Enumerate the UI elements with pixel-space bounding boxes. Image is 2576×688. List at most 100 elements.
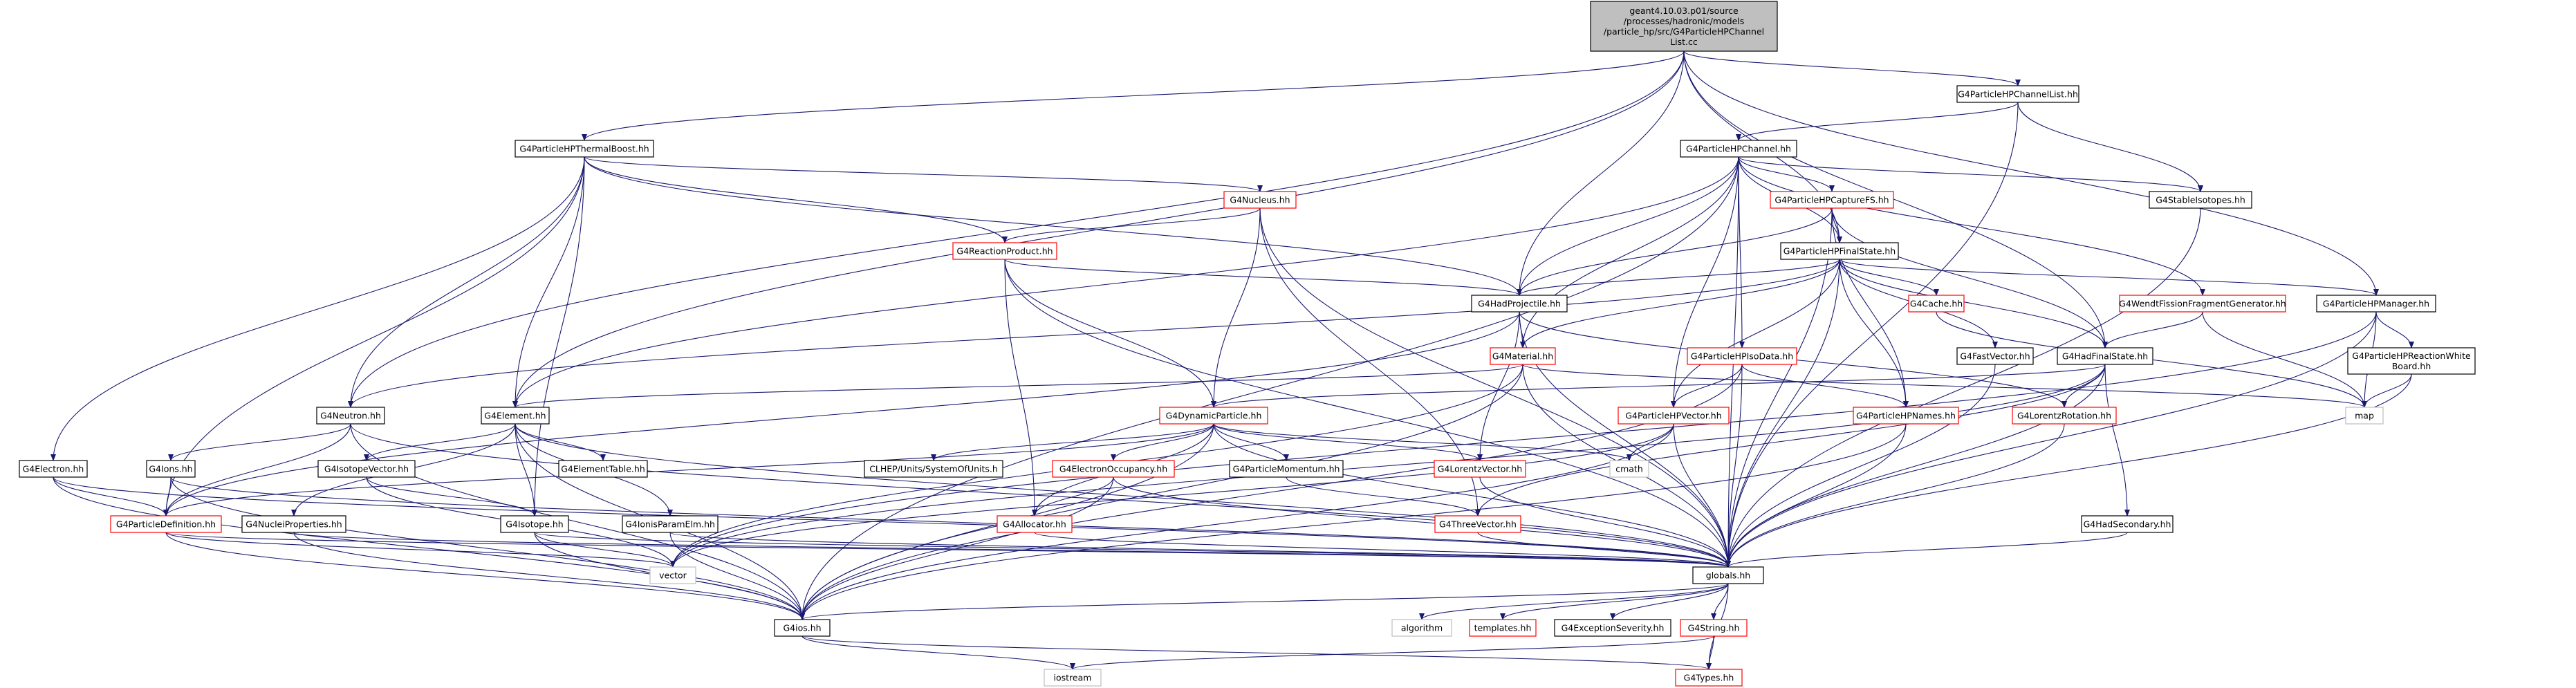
node-ionis-param-elm[interactable]: G4IonisParamElm.hh — [622, 515, 719, 533]
edge-layer — [50, 50, 2414, 670]
edge-three-vector-to-globals — [1477, 532, 1731, 568]
edge-neutron-to-ios — [350, 423, 805, 620]
node-label: G4ElementTable.hh — [561, 464, 645, 474]
node-label: G4Ions.hh — [149, 464, 192, 474]
node-templates[interactable]: templates.hh — [1469, 619, 1537, 637]
node-box — [1609, 460, 1649, 478]
edge-capture-fs-to-had-projectile — [1517, 207, 1833, 296]
node-cmath: cmath — [1609, 460, 1649, 478]
node-capture-fs[interactable]: G4ParticleHPCaptureFS.hh — [1770, 191, 1894, 209]
node-wendt[interactable]: G4WendtFissionFragmentGenerator.hh — [2119, 295, 2286, 313]
edge-capture-fs-to-had-final-state — [1831, 207, 2108, 348]
edge-nuclei-properties-to-ios — [293, 532, 805, 620]
node-label: globals.hh — [1706, 570, 1750, 581]
edge-reaction-product-to-had-projectile — [1004, 259, 1522, 296]
node-particle-definition[interactable]: G4ParticleDefinition.hh — [110, 515, 222, 533]
node-iso-data[interactable]: G4ParticleHPIsoData.hh — [1687, 347, 1797, 365]
edge-electron-to-globals — [53, 476, 1731, 568]
node-isotope[interactable]: G4Isotope.hh — [500, 515, 569, 533]
edge-nucleus-to-globals — [1259, 207, 1731, 568]
node-map: map — [2345, 407, 2384, 425]
node-cache[interactable]: G4Cache.hh — [1908, 295, 1965, 313]
node-ios[interactable]: G4ios.hh — [774, 619, 831, 637]
node-dynamic-particle[interactable]: G4DynamicParticle.hh — [1159, 407, 1268, 425]
edge-particle-definition-to-ios — [165, 532, 805, 620]
edge-root-to-had-projectile — [1517, 50, 1685, 296]
node-had-projectile[interactable]: G4HadProjectile.hh — [1471, 295, 1568, 313]
node-lorentz-vector[interactable]: G4LorentzVector.hh — [1434, 460, 1526, 478]
node-hpnames[interactable]: G4ParticleHPNames.hh — [1853, 407, 1959, 425]
edge-electron-to-particle-definition — [53, 476, 169, 517]
node-ions[interactable]: G4Ions.hh — [146, 460, 196, 478]
node-box — [110, 515, 222, 533]
node-hpmanager[interactable]: G4ParticleHPManager.hh — [2316, 295, 2436, 313]
node-stable-isotopes[interactable]: G4StableIsotopes.hh — [2149, 191, 2252, 209]
node-channel-list[interactable]: G4ParticleHPChannelList.hh — [1956, 85, 2079, 103]
edge-material-to-ios — [799, 364, 1523, 620]
edge-globals-to-templates — [1500, 583, 1729, 620]
node-neutron[interactable]: G4Neutron.hh — [316, 407, 385, 425]
node-electron[interactable]: G4Electron.hh — [19, 460, 88, 478]
node-electron-occupancy[interactable]: G4ElectronOccupancy.hh — [1052, 460, 1175, 478]
node-particle-momentum[interactable]: G4ParticleMomentum.hh — [1229, 460, 1344, 478]
node-isotope-vector[interactable]: G4IsotopeVector.hh — [317, 460, 416, 478]
node-label: Board.hh — [2392, 361, 2431, 371]
node-lorentz-rotation[interactable]: G4LorentzRotation.hh — [2012, 407, 2117, 425]
edge-final-state-to-material — [1520, 259, 1840, 348]
node-reaction-product[interactable]: G4ReactionProduct.hh — [952, 242, 1057, 260]
node-had-secondary[interactable]: G4HadSecondary.hh — [2081, 515, 2174, 533]
node-final-state[interactable]: G4ParticleHPFinalState.hh — [1780, 242, 1899, 260]
edge-thermal-boost-to-isotope — [532, 156, 585, 517]
node-exception-severity[interactable]: G4ExceptionSeverity.hh — [1554, 619, 1671, 637]
node-channel[interactable]: G4ParticleHPChannel.hh — [1680, 140, 1797, 158]
edge-dynamic-particle-to-globals — [1213, 423, 1731, 568]
node-allocator[interactable]: G4Allocator.hh — [997, 515, 1073, 533]
node-label: G4Allocator.hh — [1003, 519, 1066, 530]
node-thermal-boost[interactable]: G4ParticleHPThermalBoost.hh — [515, 140, 654, 158]
node-root[interactable]: geant4.10.03.p01/source/processes/hadron… — [1590, 1, 1778, 52]
node-material[interactable]: G4Material.hh — [1490, 347, 1556, 365]
node-label: G4ParticleHPCaptureFS.hh — [1775, 195, 1889, 205]
node-globals[interactable]: globals.hh — [1692, 566, 1764, 584]
edge-thermal-boost-to-reaction-product — [584, 156, 1008, 243]
node-hpvector[interactable]: G4ParticleHPVector.hh — [1618, 407, 1730, 425]
node-fast-vector[interactable]: G4FastVector.hh — [1956, 347, 2034, 365]
node-label: G4ParticleHPManager.hh — [2323, 299, 2429, 309]
edge-reaction-white-board-to-globals — [1725, 373, 2412, 568]
node-label: G4ParticleDefinition.hh — [116, 519, 216, 530]
node-types[interactable]: G4Types.hh — [1675, 669, 1743, 687]
node-three-vector[interactable]: G4ThreeVector.hh — [1434, 515, 1521, 533]
edge-globals-to-ios — [799, 583, 1729, 620]
node-g4-string[interactable]: G4String.hh — [1680, 619, 1748, 637]
edge-channel-to-ios — [799, 156, 1739, 620]
node-box — [1490, 347, 1556, 365]
node-had-final-state[interactable]: G4HadFinalState.hh — [2057, 347, 2153, 365]
node-label: /processes/hadronic/models — [1624, 16, 1745, 26]
node-clhepunits[interactable]: CLHEP/Units/SystemOfUnits.h — [864, 460, 1003, 478]
edge-reaction-product-to-dynamic-particle — [1004, 259, 1216, 408]
node-box — [1471, 295, 1568, 313]
node-element[interactable]: G4Element.hh — [481, 407, 550, 425]
node-nucleus[interactable]: G4Nucleus.hh — [1223, 191, 1297, 209]
node-label: vector — [659, 570, 687, 581]
edge-channel-to-wendt — [1738, 156, 2205, 296]
node-label: G4NucleiProperties.hh — [245, 519, 342, 530]
node-label: map — [2355, 411, 2374, 421]
node-box — [19, 460, 88, 478]
node-box — [1956, 85, 2079, 103]
node-box — [2119, 295, 2286, 313]
node-label: G4Nucleus.hh — [1230, 195, 1290, 205]
node-element-table[interactable]: G4ElementTable.hh — [558, 460, 648, 478]
edge-had-projectile-to-lorentz-vector — [1477, 311, 1520, 461]
node-label: G4IonisParamElm.hh — [625, 519, 715, 530]
node-nuclei-properties[interactable]: G4NucleiProperties.hh — [241, 515, 346, 533]
node-box — [1908, 295, 1965, 313]
node-label: G4FastVector.hh — [1960, 351, 2030, 362]
node-label: G4HadFinalState.hh — [2062, 351, 2148, 362]
node-box — [515, 140, 654, 158]
node-box — [146, 460, 196, 478]
edge-hpvector-to-cmath — [1627, 423, 1674, 461]
edge-channel-to-stable-isotopes — [1738, 156, 2203, 192]
